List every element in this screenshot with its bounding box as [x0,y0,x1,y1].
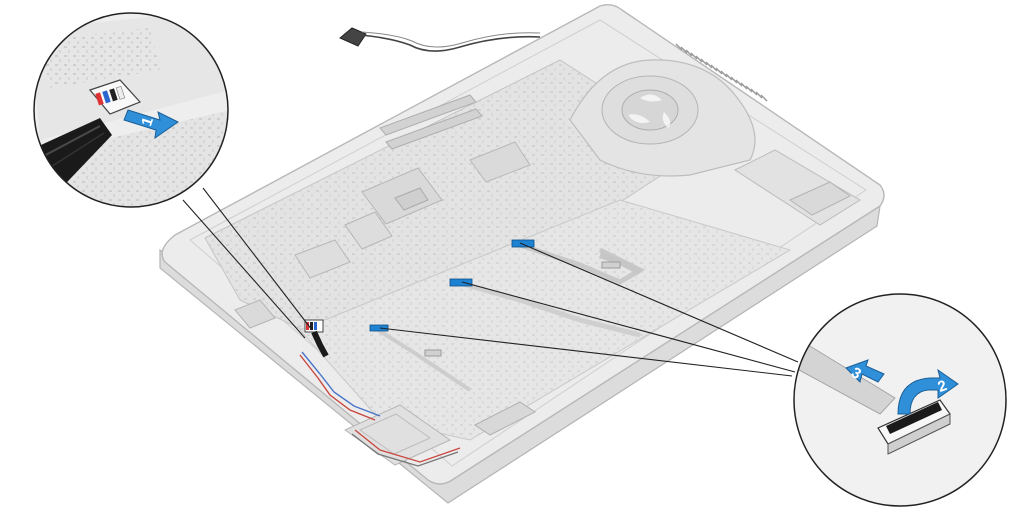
zoom-callout-battery-connector: 1 [33,12,229,208]
display-cable [339,27,541,52]
zoom-circle-right [793,293,1007,507]
battery-bay [733,149,861,226]
arrow-left-up-icon: 3 [845,359,885,383]
touchpad-connector [369,324,389,332]
callout-lines [182,187,799,377]
smart-card-reader [343,404,452,466]
keyboard-connector-1 [511,239,535,248]
system-fan [569,59,756,177]
keyboard-connector-2 [449,278,473,287]
arrow-right-down-icon: 1 [123,109,179,140]
zoom-callout-flex-connector: 3 2 [793,293,1007,507]
zoom-circle-left [33,12,229,208]
speaker-module [234,299,536,436]
system-board [204,59,792,441]
curved-arrow-up-icon: 2 [897,368,959,415]
antenna-wires [299,351,461,467]
vent-slots [675,43,768,102]
flex-cables [369,239,646,392]
battery-cable [304,319,329,358]
